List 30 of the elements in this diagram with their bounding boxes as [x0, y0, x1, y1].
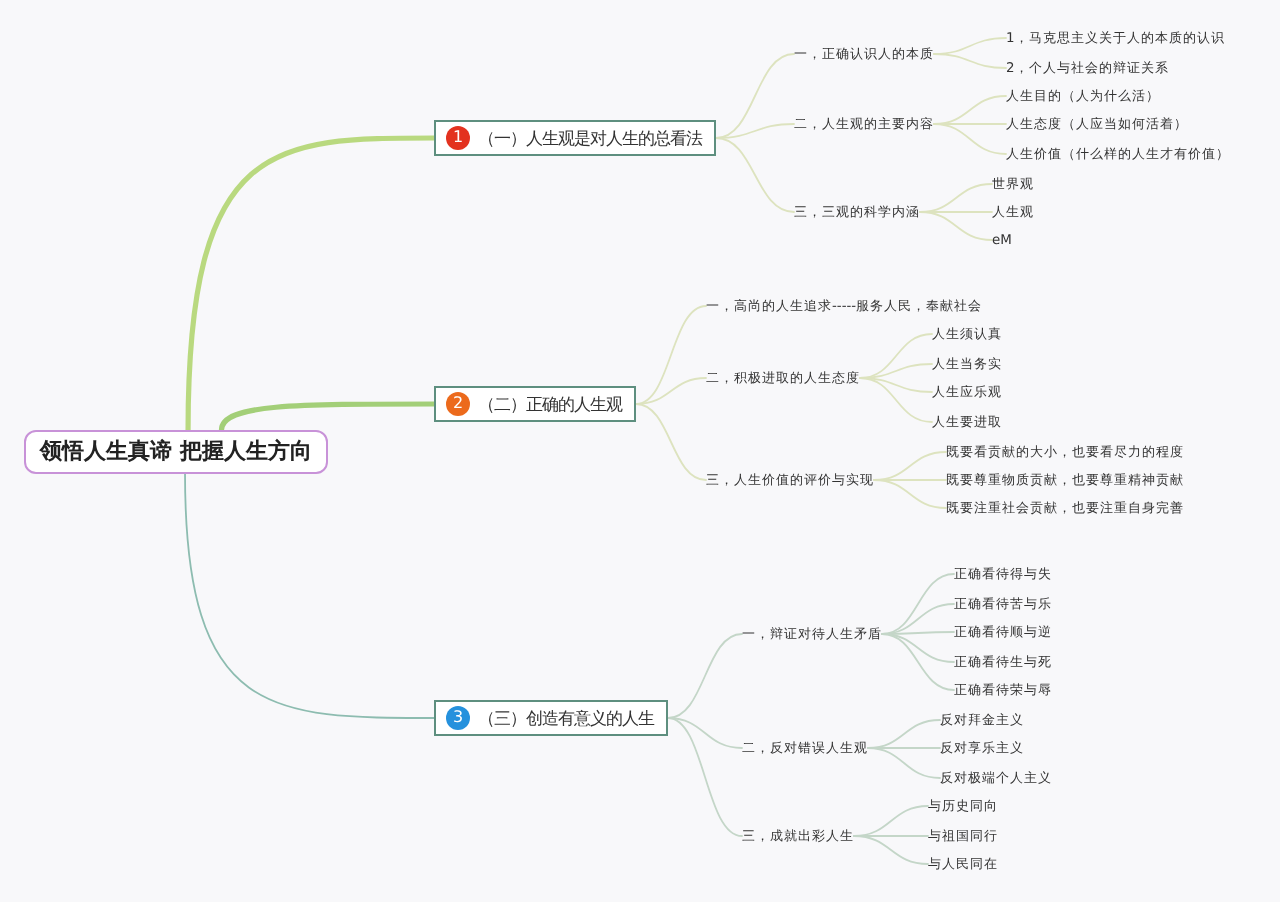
connector	[635, 377, 707, 405]
connector	[635, 403, 707, 481]
topic-label: （三）创造有意义的人生	[478, 707, 654, 729]
topic-label: （一）人生观是对人生的总看法	[478, 127, 702, 149]
number-badge: 3	[446, 706, 470, 730]
number-badge: 2	[446, 392, 470, 416]
connector	[859, 377, 933, 423]
connector	[184, 473, 435, 719]
connector	[667, 717, 743, 837]
connector	[867, 747, 941, 779]
connector	[919, 211, 993, 241]
topic-box	[434, 386, 636, 422]
connector	[853, 835, 929, 865]
central-topic-box: 领悟人生真谛 把握人生方向	[24, 430, 328, 474]
connector	[715, 53, 795, 139]
topic-label: （二）正确的人生观	[478, 393, 622, 415]
connector	[715, 123, 795, 139]
topic-box	[434, 700, 668, 736]
connector	[667, 633, 743, 719]
connector	[185, 135, 437, 433]
connector	[715, 137, 795, 213]
connector	[881, 633, 955, 691]
connector	[881, 633, 955, 663]
connector	[873, 479, 947, 509]
topic-box	[434, 120, 716, 156]
connector	[933, 123, 1007, 155]
connector	[218, 401, 437, 433]
connector	[933, 53, 1007, 69]
number-badge: 1	[446, 126, 470, 150]
connector	[635, 305, 707, 405]
